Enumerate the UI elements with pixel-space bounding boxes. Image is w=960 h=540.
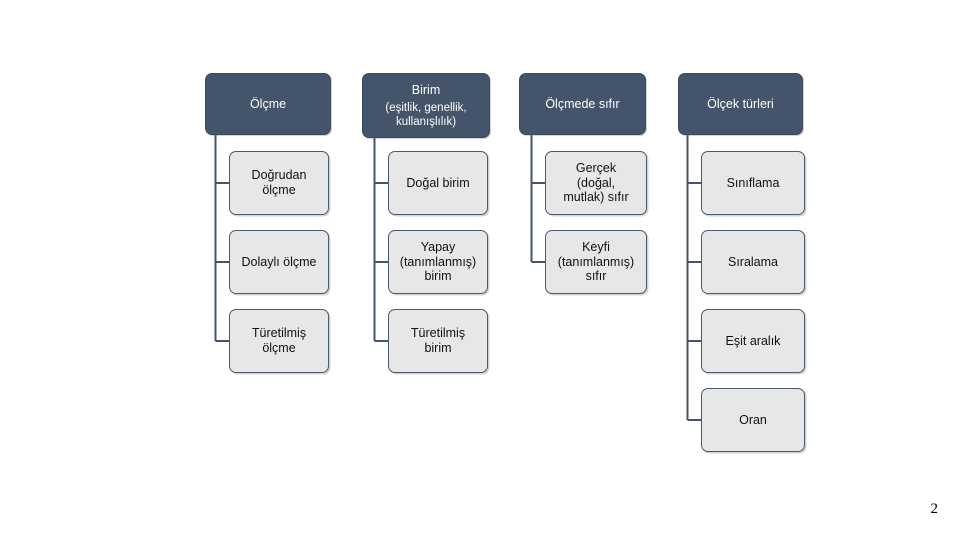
page-number: 2 (930, 501, 939, 517)
item-box-sifir-1[interactable]: Gerçek (doğal, mutlak) sıfır (545, 151, 647, 215)
item-label-birim-2: Yapay (tanımlanmış) birim (399, 239, 477, 284)
header-box-olcme[interactable]: Ölçme (205, 73, 331, 135)
item-label-olcme-3: Türetilmiş ölçme (251, 326, 307, 355)
item-box-olcme-1[interactable]: Doğrudan ölçme (229, 151, 329, 215)
item-box-birim-2[interactable]: Yapay (tanımlanmış) birim (388, 230, 488, 294)
header-title-sifir: Ölçmede sıfır (545, 96, 620, 111)
item-label-olcek-4: Oran (739, 412, 767, 427)
item-box-birim-1[interactable]: Doğal birim (388, 151, 488, 215)
item-box-olcme-3[interactable]: Türetilmiş ölçme (229, 309, 329, 373)
item-box-birim-3[interactable]: Türetilmiş birim (388, 309, 488, 373)
header-title-olcme: Ölçme (249, 96, 287, 111)
item-label-sifir-2: Keyfi (tanımlanmış) sıfır (557, 239, 635, 284)
header-title-olcek: Ölçek türleri (707, 96, 774, 111)
header-title-birim: Birim (411, 83, 441, 98)
item-box-sifir-2[interactable]: Keyfi (tanımlanmış) sıfır (545, 230, 647, 294)
item-box-olcek-3[interactable]: Eşit aralık (701, 309, 805, 373)
item-label-olcek-1: Sınıflama (726, 175, 780, 190)
header-subtitle-birim: (eşitlik, genellik, kullanışlılık) (385, 102, 467, 129)
item-label-olcme-1: Doğrudan ölçme (251, 168, 307, 197)
item-label-olcme-2: Dolaylı ölçme (241, 254, 317, 269)
header-box-birim[interactable]: Birim (eşitlik, genellik, kullanışlılık) (362, 73, 490, 138)
item-label-olcek-3: Eşit aralık (725, 333, 781, 348)
item-box-olcek-1[interactable]: Sınıflama (701, 151, 805, 215)
header-box-olcek[interactable]: Ölçek türleri (678, 73, 803, 135)
item-label-sifir-1: Gerçek (doğal, mutlak) sıfır (563, 160, 629, 205)
item-label-birim-1: Doğal birim (406, 175, 470, 190)
item-label-olcek-2: Sıralama (727, 254, 779, 269)
header-box-sifir[interactable]: Ölçmede sıfır (519, 73, 646, 135)
item-box-olcek-2[interactable]: Sıralama (701, 230, 805, 294)
item-label-birim-3: Türetilmiş birim (410, 326, 466, 355)
item-box-olcme-2[interactable]: Dolaylı ölçme (229, 230, 329, 294)
item-box-olcek-4[interactable]: Oran (701, 388, 805, 452)
